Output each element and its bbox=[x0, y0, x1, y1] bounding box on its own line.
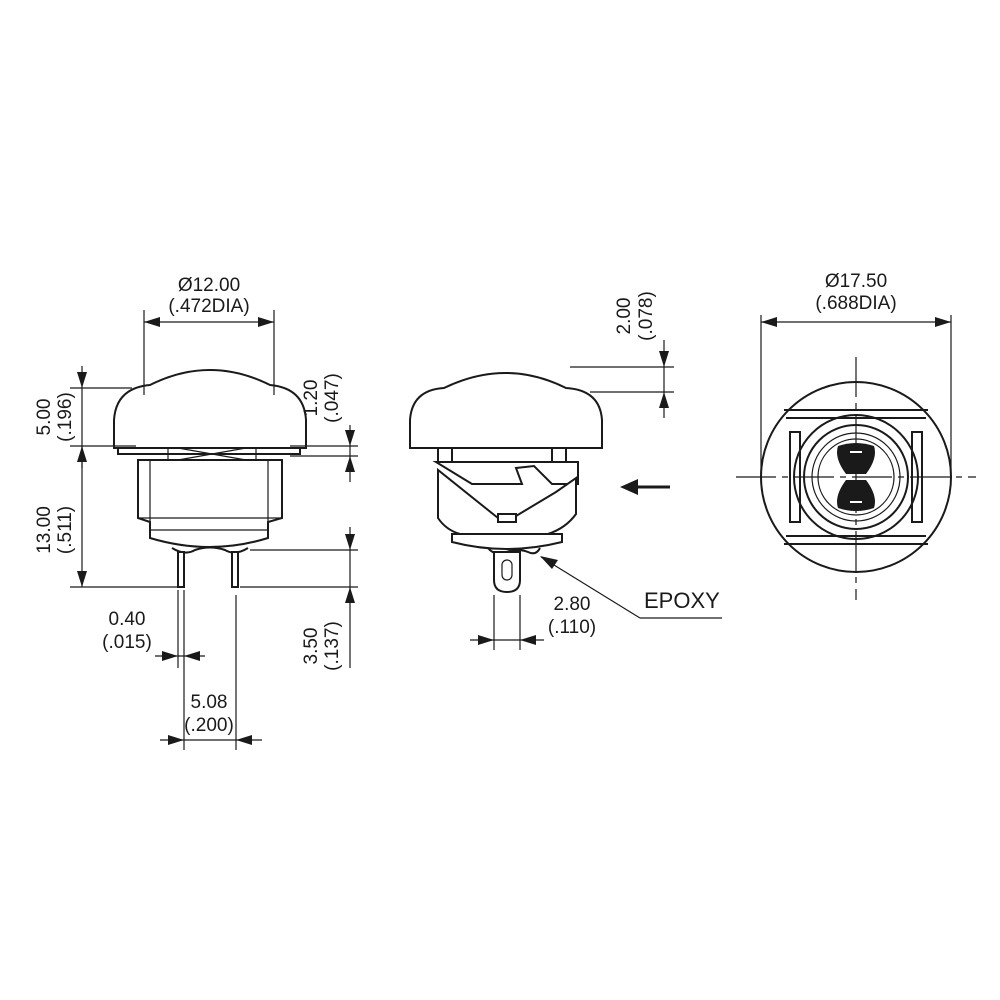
epoxy-label: EPOXY bbox=[644, 588, 720, 613]
side-housing-top bbox=[432, 461, 579, 485]
retainer-cross-b bbox=[177, 447, 247, 461]
epoxy-leader bbox=[540, 556, 641, 619]
terminal-length-inch: (.137) bbox=[322, 621, 343, 671]
side-view: 2.00 (.078) 2.80 (.110) EPOXY bbox=[409, 291, 722, 650]
body-height-mm: 13.00 bbox=[34, 506, 55, 554]
cap-height-mm: 5.00 bbox=[34, 399, 55, 436]
terminal-thickness-mm: 0.40 bbox=[109, 609, 146, 630]
terminal-width-mm: 2.80 bbox=[554, 594, 591, 615]
terminal-top-end bbox=[837, 443, 875, 474]
body-height-inch: (.511) bbox=[55, 506, 76, 554]
terminal-bottom-end bbox=[837, 480, 875, 511]
flange-diameter-mm: Ø17.50 bbox=[825, 271, 887, 292]
housing-ring bbox=[793, 414, 919, 540]
side-cap-dome bbox=[409, 372, 603, 449]
actuator-travel-mm: 2.00 bbox=[614, 298, 635, 335]
end-view: Ø17.50 (.688DIA) bbox=[736, 271, 976, 600]
side-base bbox=[451, 533, 563, 550]
flange-thickness-inch: (.047) bbox=[322, 373, 343, 423]
housing-body bbox=[137, 459, 283, 548]
actuator-travel-inch: (.078) bbox=[636, 291, 657, 341]
terminal-length-mm: 3.50 bbox=[301, 628, 322, 665]
terminal-width-inch: (.110) bbox=[548, 617, 596, 638]
terminal-hole bbox=[501, 559, 513, 581]
flange-diameter-inch: (.688DIA) bbox=[815, 293, 896, 314]
terminal-thickness-inch: (.015) bbox=[102, 632, 152, 653]
cap-height-inch: (.196) bbox=[55, 392, 76, 442]
terminal-left bbox=[177, 551, 185, 588]
terminal-pitch-inch: (.200) bbox=[184, 715, 234, 736]
cap-diameter-mm: Ø12.00 bbox=[178, 275, 240, 296]
front-view: Ø12.00 (.472DIA) 5.00 (.196) 13.00 (.511… bbox=[34, 275, 358, 750]
flange-thickness-mm: 1.20 bbox=[301, 380, 322, 417]
terminal-right bbox=[231, 551, 239, 588]
side-terminal bbox=[493, 551, 521, 594]
terminal-pitch-mm: 5.08 bbox=[191, 692, 228, 713]
cap-diameter-inch: (.472DIA) bbox=[168, 296, 249, 317]
cap-dome bbox=[113, 369, 307, 449]
